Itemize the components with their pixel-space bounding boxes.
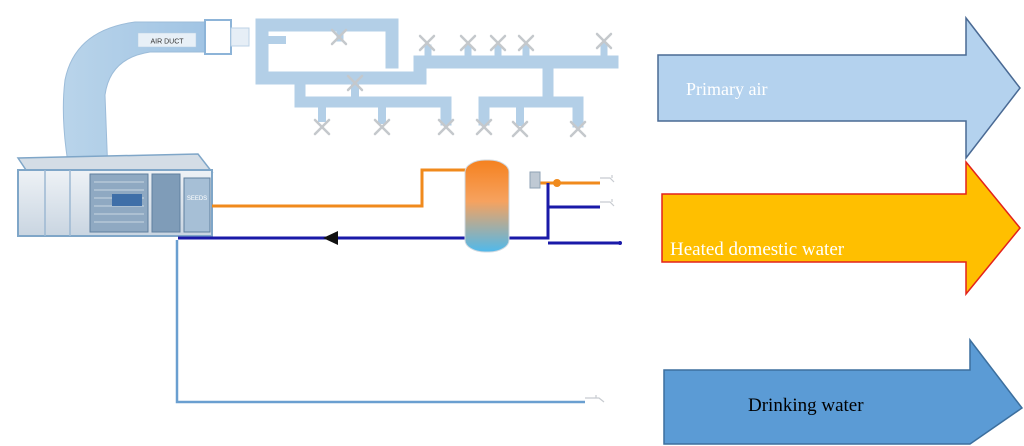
heat-pump-unit: SEEDS: [16, 153, 214, 237]
air-duct-label: AIR DUCT: [150, 39, 184, 46]
flow-direction-arrow: [323, 231, 338, 245]
unit-badge: SEEDS: [187, 196, 207, 202]
cold-distribution-pipe: [505, 183, 620, 245]
hot-water-pipe: [212, 168, 472, 208]
legend-primary-air: Primary air: [657, 15, 1021, 161]
water-taps: [585, 175, 615, 403]
legend-heated-domestic-water: Heated domestic water: [661, 159, 1021, 297]
drinking-water-pipe: [175, 240, 585, 404]
air-distribution-network: [255, 18, 619, 128]
legend-label-primary-air: Primary air: [686, 79, 767, 99]
air-diffusers: [313, 28, 613, 138]
legend-label-heated-domestic-water: Heated domestic water: [670, 239, 845, 260]
legend-drinking-water: Drinking water: [663, 337, 1024, 445]
pipe-fitting: [553, 179, 561, 187]
hot-water-storage-tank: [464, 159, 541, 253]
legend-label-drinking-water: Drinking water: [748, 395, 864, 416]
